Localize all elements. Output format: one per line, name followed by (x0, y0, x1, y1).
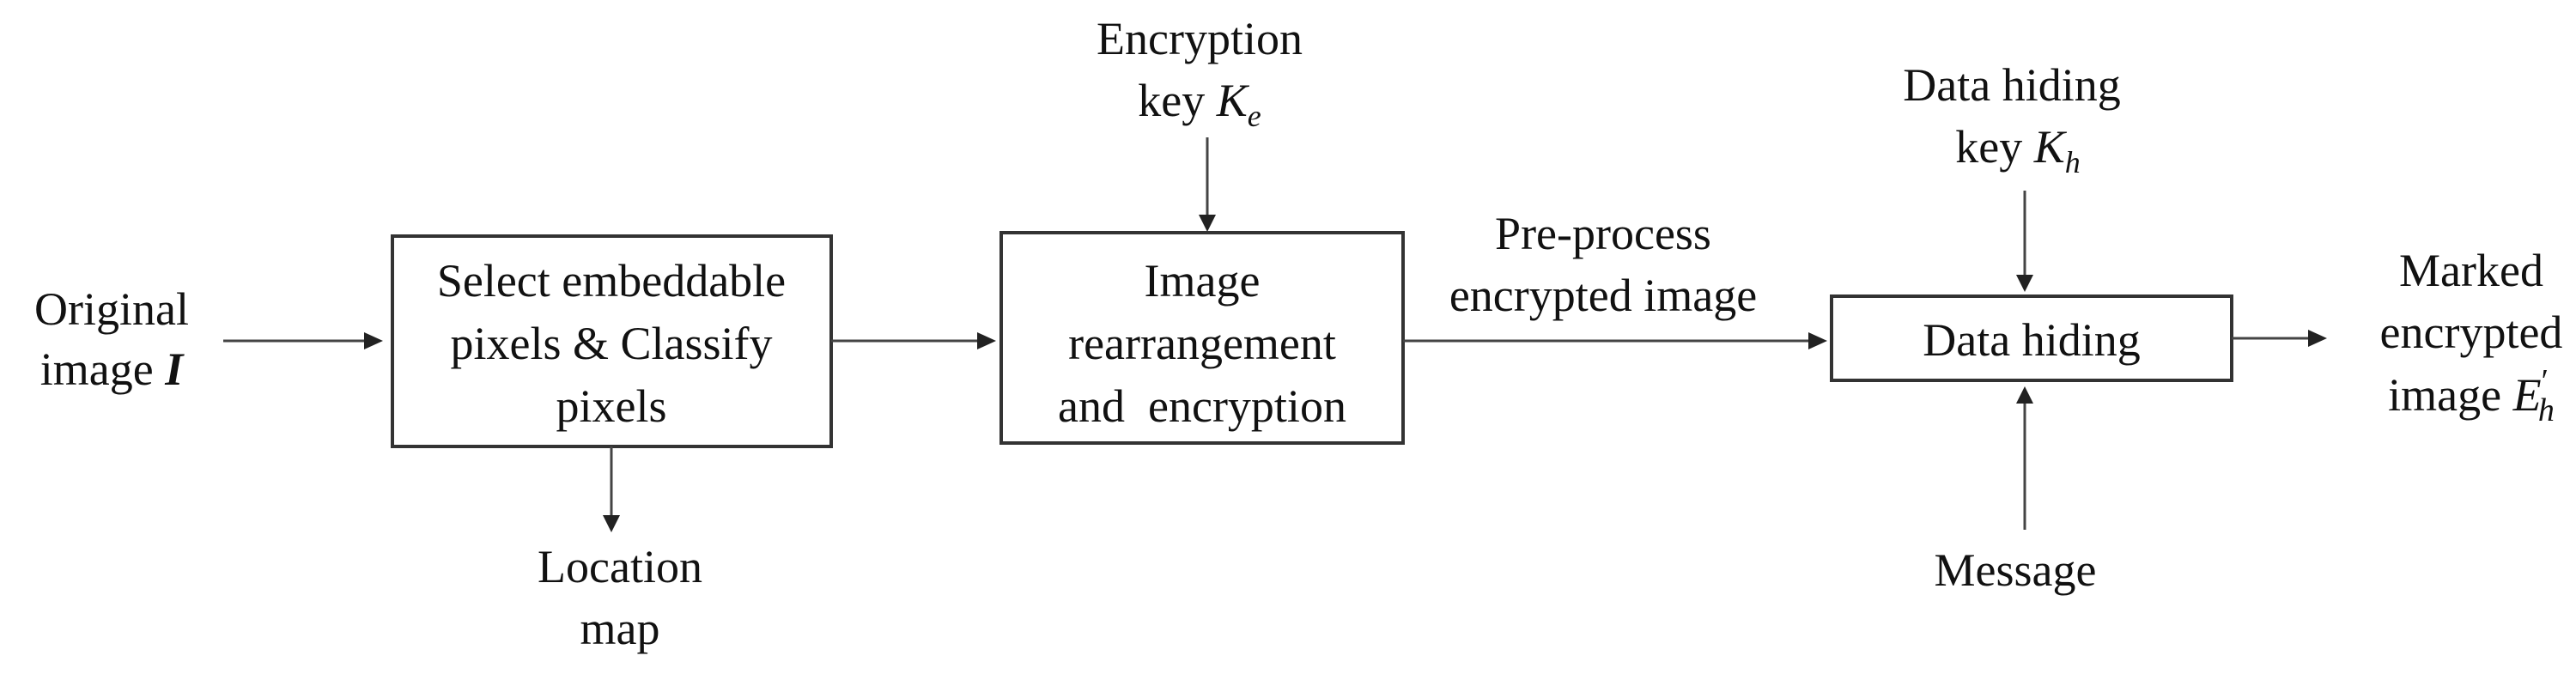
arrow-message-to-hiding (2016, 386, 2033, 530)
data-hiding-box: Data hiding (1830, 294, 2233, 382)
arrow-key-to-encrypt (1199, 137, 1216, 232)
output-line2: encrypted (2380, 307, 2563, 358)
output-prime: ′ (2542, 363, 2549, 399)
preprocess-label: Pre-process encrypted image (1449, 208, 1757, 321)
location-map-line2: map (580, 603, 660, 654)
data-hiding-box-label: Data hiding (1923, 314, 2140, 366)
hiding-key-text: key (1955, 121, 2033, 173)
original-image-symbol: I (164, 343, 185, 395)
encryption-key-subscript: e (1248, 99, 1261, 133)
encryption-key-line1: Encryption (1097, 13, 1303, 64)
location-map-label: Location map (538, 541, 702, 654)
encryption-key-label: Encryption key Ke (1097, 13, 1303, 133)
output-line1: Marked (2399, 245, 2543, 296)
encryption-box: Image rearrangement and encryption (999, 231, 1405, 445)
select-box-line3: pixels (556, 380, 667, 432)
encrypt-box-line1: Image (1145, 255, 1261, 307)
output-symbol: E (2512, 369, 2542, 421)
encrypt-box-line3: and encryption (1058, 380, 1346, 432)
hiding-key-subscript: h (2065, 145, 2081, 179)
select-box-line1: Select embeddable (437, 255, 786, 307)
message-label: Message (1935, 544, 2097, 596)
encryption-key-line2: key Ke (1138, 75, 1261, 133)
encryption-key-symbol: K (1216, 75, 1250, 126)
output-subscript: h (2538, 392, 2555, 428)
arrow-encrypt-to-hiding (1403, 332, 1827, 349)
arrow-hiding-to-output (2232, 330, 2327, 347)
encryption-key-text: key (1138, 75, 1216, 126)
message-text: Message (1935, 544, 2097, 596)
hiding-key-line2: key Kh (1955, 121, 2081, 179)
hiding-key-line1: Data hiding (1903, 59, 2120, 111)
data-hiding-key-label: Data hiding key Kh (1903, 59, 2120, 179)
preprocess-line1: Pre-process (1495, 208, 1711, 259)
select-box-line2: pixels & Classify (451, 318, 773, 369)
hiding-key-symbol: K (2033, 121, 2068, 173)
original-image-label: Original image I (34, 283, 189, 395)
location-map-line1: Location (538, 541, 702, 592)
marked-encrypted-image-label: Marked encrypted image E′h (2380, 245, 2563, 428)
output-text: image (2388, 369, 2512, 421)
original-image-text: image (40, 343, 165, 395)
select-embeddable-box: Select embeddable pixels & Classify pixe… (391, 234, 833, 448)
output-line3: image E′h (2388, 363, 2555, 428)
arrow-select-to-encrypt (831, 332, 996, 349)
original-image-line2: image I (40, 343, 185, 395)
arrow-key-to-hiding (2016, 191, 2033, 292)
arrow-input-to-select (223, 332, 383, 349)
preprocess-line2: encrypted image (1449, 270, 1757, 321)
encrypt-box-line2: rearrangement (1068, 318, 1336, 369)
original-image-line1: Original (34, 283, 189, 335)
arrow-select-to-location-map (603, 446, 620, 532)
